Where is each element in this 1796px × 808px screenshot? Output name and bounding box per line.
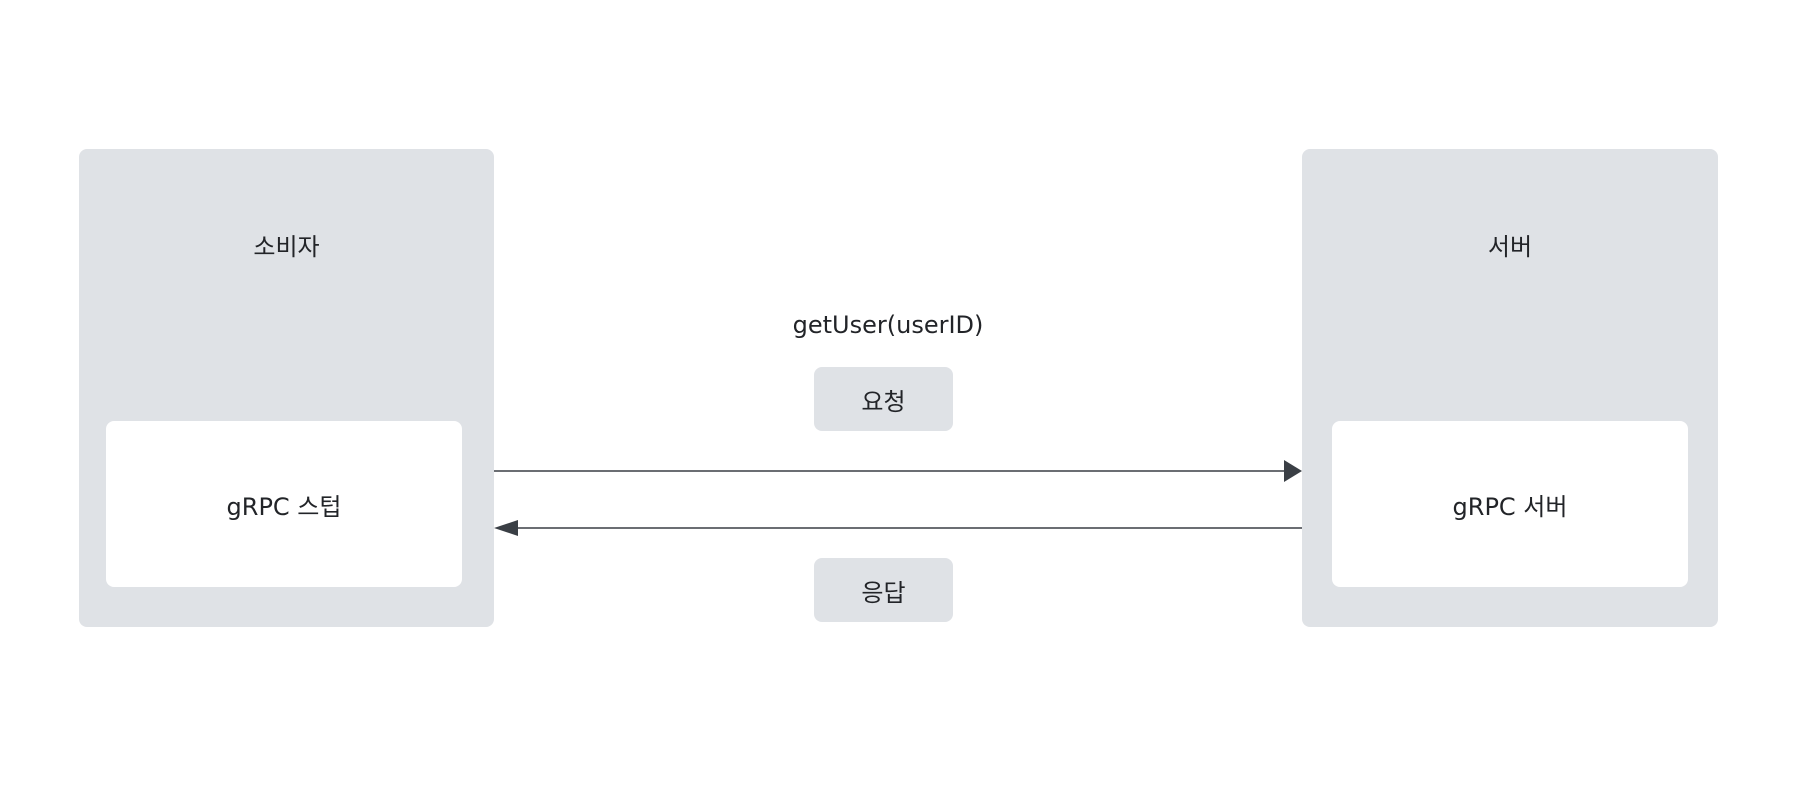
grpc-stub-box: gRPC 스텁 <box>106 421 462 587</box>
request-arrowhead <box>1284 460 1302 482</box>
method-call-label: getUser(userID) <box>792 311 984 339</box>
server-title: 서버 <box>1487 233 1533 261</box>
request-label: 요청 <box>814 367 953 431</box>
response-label: 응답 <box>814 558 953 622</box>
grpc-server-box: gRPC 서버 <box>1332 421 1688 587</box>
consumer-title: 소비자 <box>253 233 320 261</box>
response-arrowhead <box>494 520 518 536</box>
server-panel: 서버 gRPC 서버 <box>1302 149 1718 627</box>
consumer-panel: 소비자 gRPC 스텁 <box>79 149 494 627</box>
